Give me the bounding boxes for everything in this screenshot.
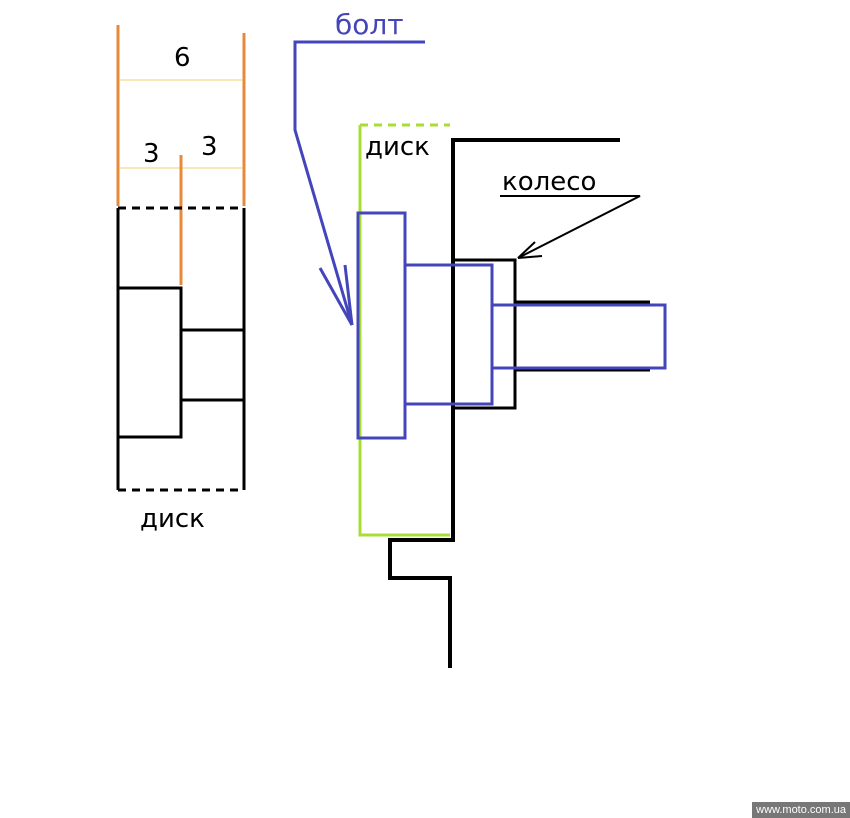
bolt-shank	[403, 263, 494, 406]
dim-total-label: 6	[174, 43, 191, 73]
bolt-label: болт	[335, 8, 404, 41]
left-disc-label: диск	[140, 504, 205, 534]
bolt-thread	[490, 303, 667, 370]
bolt-arrow-head-b	[343, 264, 354, 326]
bolt-arrow-head-a	[318, 267, 354, 326]
left-figure: 6 3 3 диск	[116, 25, 246, 534]
wheel-hub-outline	[453, 258, 517, 410]
flange-block	[116, 286, 183, 439]
dim-left-label: 3	[143, 139, 160, 169]
wheel-outline	[388, 138, 620, 668]
bolt-head	[356, 211, 407, 440]
wheel-leader-line	[500, 195, 641, 259]
wheel-arrow-head-a	[517, 241, 536, 259]
wheel-label: колесо	[502, 167, 596, 197]
bolt-leader-line	[293, 40, 425, 326]
wheel-arrow-head-b	[517, 255, 543, 259]
right-figure: болт диск колесо	[293, 8, 667, 668]
hub-block	[179, 328, 246, 402]
disc-outline-green	[358, 125, 450, 537]
dim-right-label: 3	[201, 132, 218, 162]
watermark: www.moto.com.ua	[752, 802, 850, 818]
right-disc-label: диск	[365, 132, 430, 162]
